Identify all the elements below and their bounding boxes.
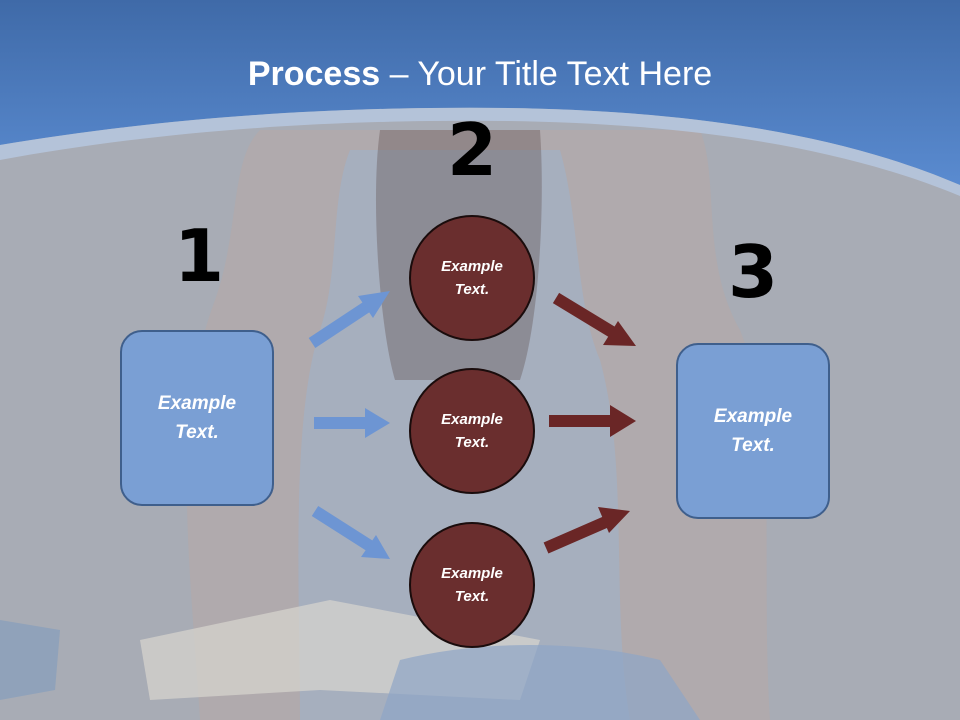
arrow-1-to-2-bottom bbox=[311, 505, 390, 559]
arrow-2-to-3-bottom bbox=[543, 507, 630, 554]
step-2-text-bottom: Example Text. bbox=[441, 565, 503, 605]
arrow-1-to-2-middle bbox=[314, 408, 390, 438]
step-2-text-top: Example Text. bbox=[441, 258, 503, 298]
step-2-circle-top: Example Text. bbox=[409, 215, 535, 341]
step-2-number: 2 bbox=[446, 108, 498, 192]
arrow-2-to-3-top bbox=[552, 292, 636, 346]
step-1-box: Example Text. bbox=[120, 330, 274, 506]
step-1-number: 1 bbox=[173, 214, 225, 298]
page-title: Process – Your Title Text Here bbox=[0, 52, 960, 96]
arrow-2-to-3-middle bbox=[549, 405, 636, 437]
step-1-text: Example Text. bbox=[157, 393, 237, 443]
title-bold: Process bbox=[247, 55, 381, 93]
step-3-text: Example Text. bbox=[713, 406, 793, 456]
step-3-number: 3 bbox=[727, 230, 779, 314]
step-2-text-middle: Example Text. bbox=[441, 411, 503, 451]
arrow-1-to-2-top bbox=[308, 291, 390, 349]
step-2-circle-middle: Example Text. bbox=[409, 368, 535, 494]
title-rest: – Your Title Text Here bbox=[380, 55, 713, 93]
step-3-box: Example Text. bbox=[676, 343, 830, 519]
step-2-circle-bottom: Example Text. bbox=[409, 522, 535, 648]
